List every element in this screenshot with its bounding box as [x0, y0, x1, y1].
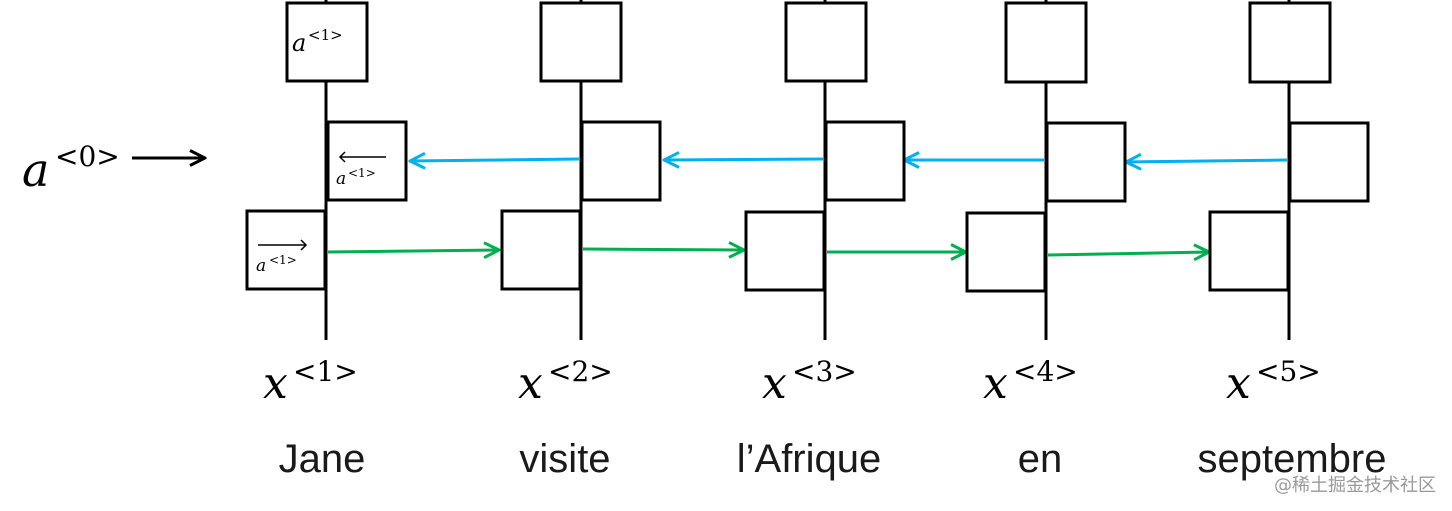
forward-boxes: [245, 209, 1290, 293]
output-label-var: a: [292, 29, 306, 57]
input-var-1: x: [263, 358, 288, 409]
backward-arrows: [410, 159, 1288, 162]
backward-arrow-3-2: [664, 159, 824, 160]
backward-box-5: [1288, 121, 1370, 203]
forward-box-4: [965, 211, 1047, 293]
initial-activation: a <0>: [22, 140, 205, 197]
output-label-1: a <1>: [292, 26, 343, 57]
output-box-2: [539, 1, 623, 83]
forward-box-3: [744, 210, 826, 292]
forward-arrow-1-2: [327, 250, 499, 252]
word-4: en: [1018, 437, 1063, 481]
backward-box-3: [824, 120, 906, 202]
input-var-2: x: [518, 358, 543, 409]
backward-box-4: [1045, 121, 1127, 203]
input-label-2: x <2>: [518, 355, 613, 409]
forward-box-1: [245, 209, 327, 291]
watermark: @稀土掘金技术社区: [1274, 475, 1436, 496]
forward-arrows: [327, 249, 1209, 255]
input-sup-1: <1>: [293, 355, 358, 388]
initial-activation-var: a: [22, 143, 49, 197]
backward-label-var: a: [336, 169, 346, 189]
left-arrowhead-icon: [338, 151, 346, 163]
backward-label-sup: <1>: [348, 166, 376, 180]
forward-box-2: [500, 209, 582, 291]
backward-arrow-5-4: [1126, 160, 1288, 162]
backward-label-1: a <1>: [336, 151, 386, 189]
input-var-5: x: [1226, 358, 1251, 409]
forward-arrow-4-5: [1047, 252, 1209, 255]
output-box-5: [1248, 1, 1332, 84]
output-label-sup: <1>: [308, 26, 343, 44]
forward-label-sup: <1>: [269, 253, 297, 267]
input-sup-4: <4>: [1013, 355, 1078, 388]
backward-box-1: [326, 120, 408, 202]
input-var-3: x: [762, 358, 787, 409]
input-label-1: x <1>: [263, 355, 358, 409]
backward-arrow-2-1: [410, 159, 580, 161]
word-2: visite: [519, 437, 610, 481]
output-box-4: [1004, 1, 1088, 84]
word-1: Jane: [279, 437, 366, 481]
input-sup-3: <3>: [792, 355, 857, 388]
input-label-3: x <3>: [762, 355, 857, 409]
input-label-5: x <5>: [1226, 355, 1321, 409]
output-boxes: [285, 1, 1332, 84]
forward-label-var: a: [256, 256, 266, 276]
word-3: l’Afrique: [737, 437, 882, 481]
output-box-1: [285, 1, 369, 83]
word-5: septembre: [1198, 437, 1387, 481]
output-box-3: [784, 1, 868, 83]
backward-boxes: [326, 120, 1370, 203]
input-words: Jane visite l’Afrique en septembre: [279, 437, 1387, 481]
forward-box-5: [1208, 210, 1290, 292]
input-var-4: x: [983, 358, 1008, 409]
input-labels: x <1> x <2> x <3> x <4> x <5>: [263, 355, 1321, 409]
input-label-4: x <4>: [983, 355, 1078, 409]
forward-label-1: a <1>: [256, 239, 308, 276]
initial-activation-sup: <0>: [55, 140, 120, 173]
backward-box-2: [580, 120, 662, 202]
right-arrowhead-icon: [300, 239, 308, 251]
input-sup-5: <5>: [1256, 355, 1321, 388]
input-sup-2: <2>: [548, 355, 613, 388]
forward-arrow-2-3: [582, 249, 744, 250]
